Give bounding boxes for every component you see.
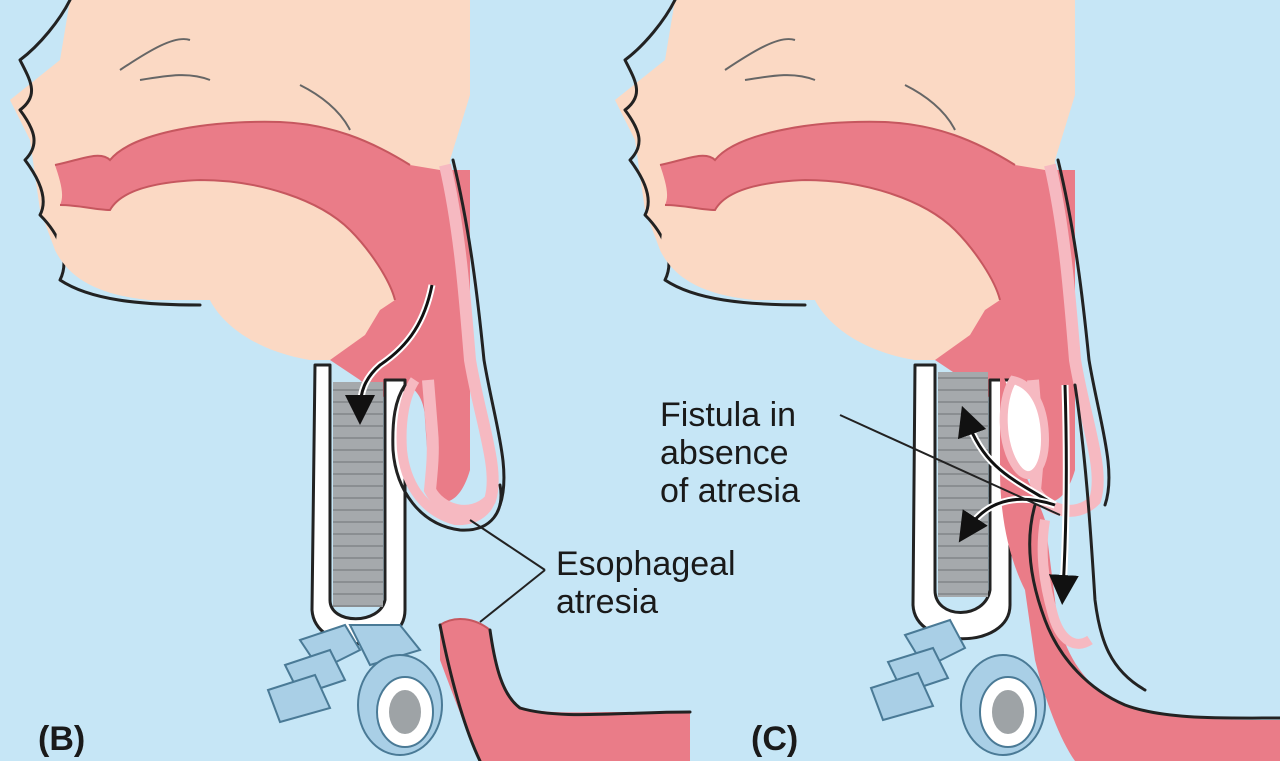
label-absence: absence (660, 434, 789, 472)
lower-esophagus-b (440, 619, 690, 761)
head-profile-b (10, 0, 504, 511)
label-esophageal: Esophageal (556, 545, 736, 583)
leader-upper-b (470, 520, 545, 570)
label-atresia: atresia (556, 583, 658, 621)
panel-tag-c: (C) (751, 720, 798, 758)
panel-c: Fistula in absence of atresia (C) (615, 0, 1280, 761)
label-fistula-in: Fistula in (660, 396, 796, 434)
label-of-atresia: of atresia (660, 472, 800, 510)
leader-lower-b (480, 570, 545, 622)
trachea-b (268, 365, 442, 755)
panel-tag-b: (B) (38, 720, 85, 758)
